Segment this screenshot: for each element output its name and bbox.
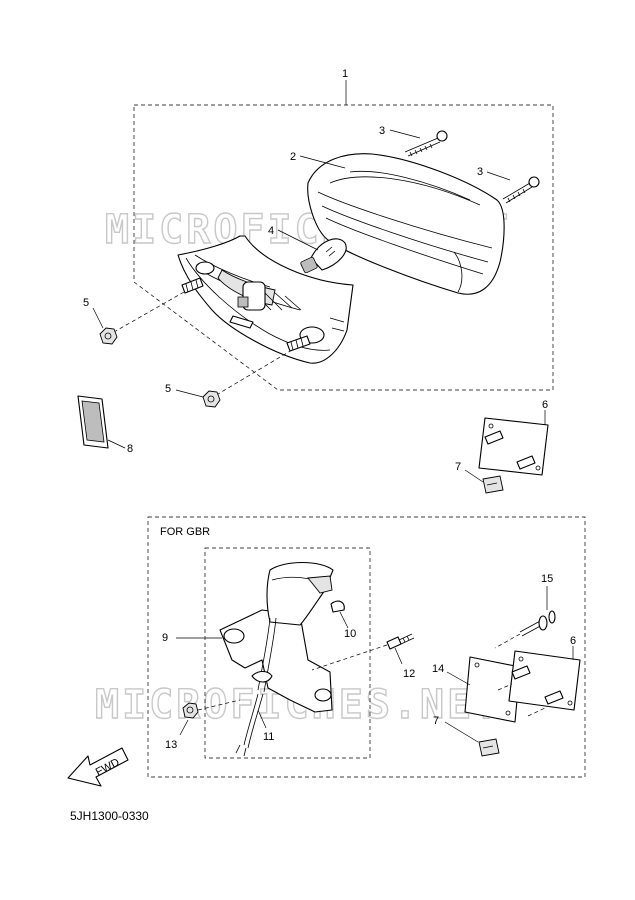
part-4-bulb[interactable] — [300, 238, 347, 274]
callout-8: 8 — [127, 443, 133, 455]
upper-assembly-boundary — [133, 80, 554, 391]
part-3-screw-right[interactable] — [502, 176, 540, 204]
callout-12: 12 — [403, 668, 415, 680]
callout-6-upper: 6 — [542, 399, 548, 411]
part-2-lens[interactable] — [307, 153, 505, 295]
licence-light-boundary — [204, 547, 371, 759]
callout-1: 1 — [342, 68, 348, 80]
housing-stud-left — [181, 277, 204, 294]
part-6-plate-upper[interactable] — [478, 417, 549, 476]
part-10-grommet[interactable] — [330, 600, 345, 613]
callout-14: 14 — [432, 663, 444, 675]
callout-5-left: 5 — [83, 297, 89, 309]
part-3-screw-top[interactable] — [404, 130, 448, 157]
part-7-clip-upper[interactable] — [482, 475, 504, 494]
tail-light-housing[interactable] — [177, 235, 354, 364]
part-9-licence-light[interactable] — [219, 562, 334, 757]
callout-labels: 1 2 3 3 4 5 5 6 7 8 9 10 11 12 13 14 15 — [83, 68, 576, 751]
housing-stud-right — [286, 335, 311, 352]
diagram-code: 5JH1300-0330 — [70, 809, 149, 823]
part-14-plate[interactable] — [464, 656, 521, 723]
callout-3-top: 3 — [379, 125, 385, 137]
callout-7-lower: 7 — [433, 715, 439, 727]
callout-9: 9 — [162, 632, 168, 644]
part-7-clip-lower[interactable] — [478, 738, 500, 757]
callout-4: 4 — [268, 225, 274, 237]
callout-11: 11 — [263, 731, 274, 743]
callout-10: 10 — [344, 628, 356, 640]
fwd-label: FWD — [94, 756, 122, 778]
part-5-nut-right[interactable] — [202, 390, 221, 408]
section-label: FOR GBR — [160, 526, 210, 538]
callout-13: 13 — [165, 739, 177, 751]
part-5-nut-left[interactable] — [99, 327, 118, 345]
callout-15: 15 — [541, 573, 553, 585]
gbr-section-boundary — [147, 516, 586, 778]
callout-6-lower: 6 — [570, 635, 576, 647]
part-13-nut[interactable] — [182, 699, 241, 719]
callout-2: 2 — [290, 151, 296, 163]
part-6-plate-lower[interactable] — [497, 650, 581, 717]
callout-7-upper: 7 — [455, 461, 461, 473]
callout-3-right: 3 — [477, 166, 483, 178]
part-8-reflector[interactable] — [77, 395, 109, 449]
part-12-bolt[interactable] — [311, 633, 415, 671]
part-15-screw[interactable] — [494, 610, 556, 649]
callout-5-right: 5 — [165, 383, 171, 395]
fwd-arrow-icon: FWD — [67, 747, 129, 787]
